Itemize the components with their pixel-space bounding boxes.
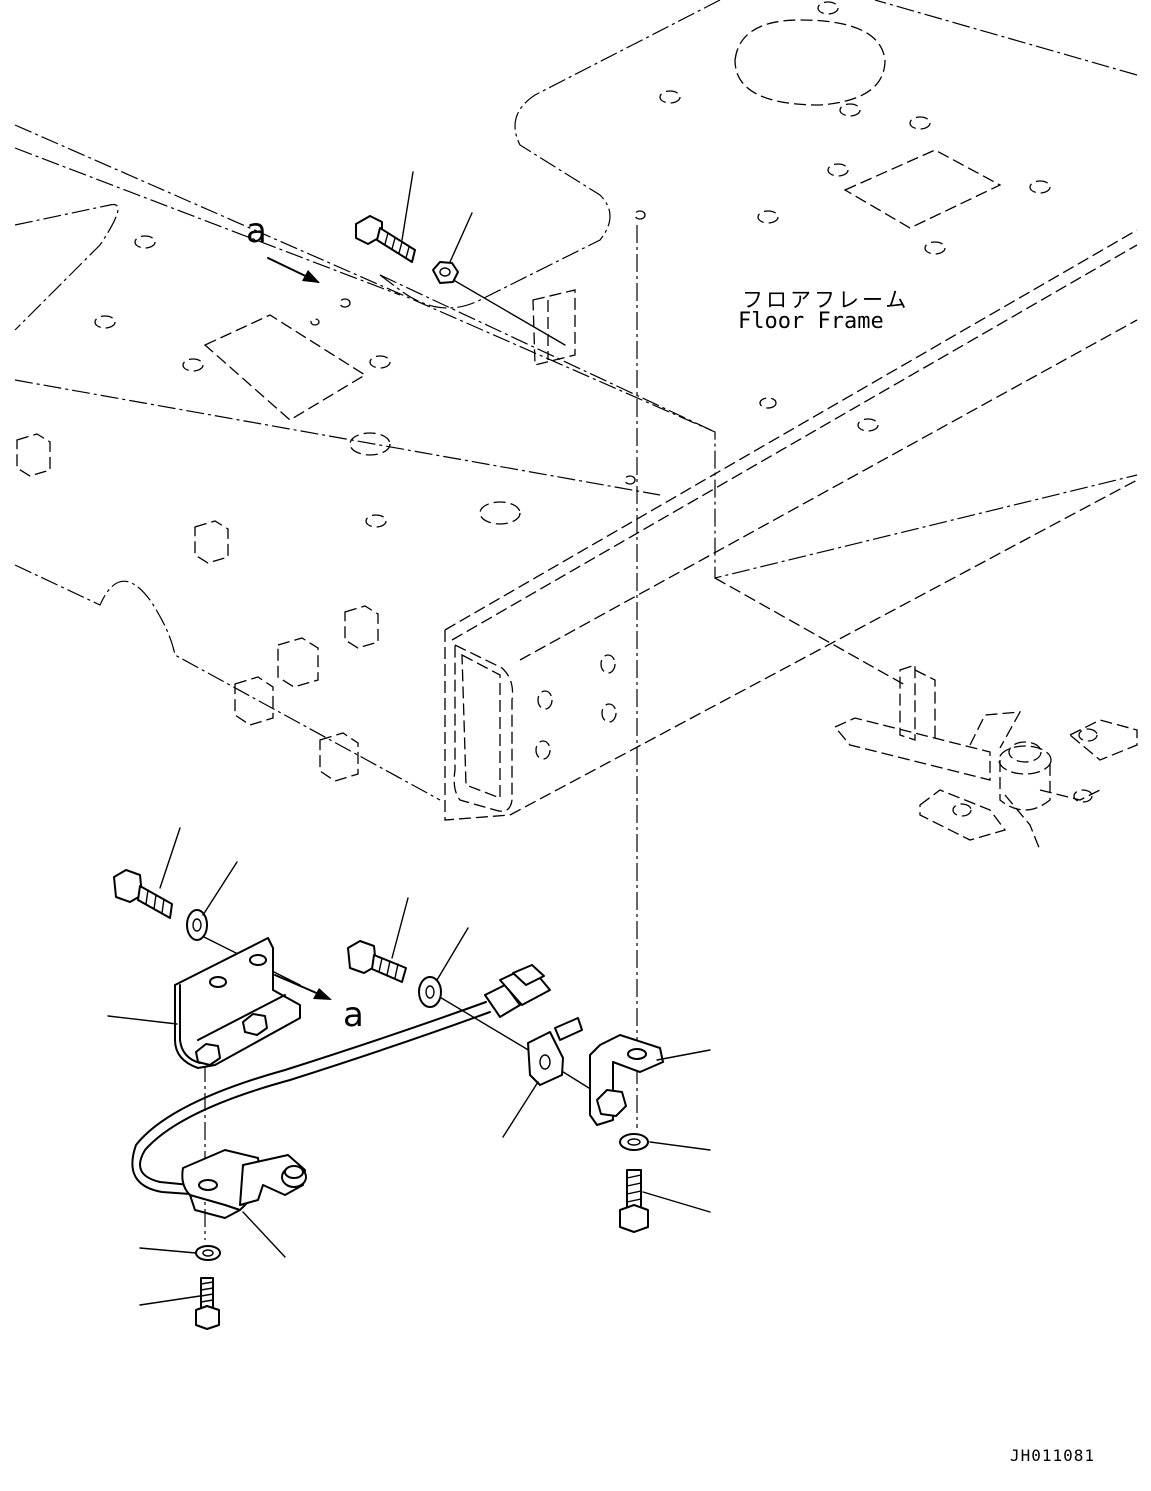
floor-frame-outline bbox=[14, 0, 1138, 821]
bracket-washer bbox=[186, 909, 208, 941]
clamp-bolt bbox=[619, 1169, 649, 1233]
cable-clip bbox=[527, 1017, 583, 1086]
upper-bolt bbox=[355, 215, 416, 263]
clamp-washer bbox=[619, 1133, 649, 1151]
position-sensor bbox=[131, 964, 551, 1219]
floor-frame-label-jp: フロアフレーム bbox=[742, 288, 910, 312]
floor-frame-label-en: Floor Frame bbox=[738, 309, 884, 334]
view-marker-upper: a bbox=[246, 211, 267, 251]
sensor-mount-washer bbox=[195, 1245, 221, 1261]
leader-lines bbox=[107, 171, 711, 1306]
view-arrow-lower bbox=[274, 974, 332, 1000]
drawing-code: JH011081 bbox=[1010, 1446, 1096, 1465]
sensor-bolt bbox=[347, 940, 407, 983]
view-marker-lower: a bbox=[343, 995, 364, 1035]
control-linkage-assembly bbox=[833, 664, 1138, 851]
view-arrow-upper bbox=[267, 257, 320, 283]
bracket-bolt bbox=[113, 869, 173, 919]
sensor-mount-screw bbox=[195, 1277, 220, 1330]
sensor-washer bbox=[418, 976, 442, 1008]
clamp-bracket bbox=[589, 1034, 664, 1126]
upper-nut bbox=[432, 261, 459, 284]
mounting-bracket bbox=[174, 937, 301, 1069]
